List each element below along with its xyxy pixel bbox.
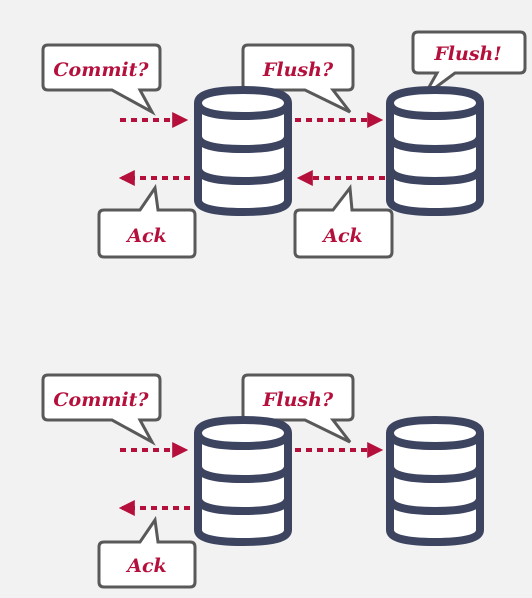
speech-bubble-shape [97, 183, 197, 259]
speech-bubble-shape [241, 43, 355, 114]
scenario-bottom: Commit? Flush? Ack [41, 373, 484, 589]
replica-database-icon [386, 416, 484, 546]
speech-bubble-shape [97, 515, 197, 589]
primary-database-icon [194, 86, 292, 216]
ack-bubble-top-right: Ack [293, 184, 394, 259]
commit-label: Commit? [53, 59, 149, 81]
replica-database-icon [386, 86, 484, 216]
ack-bubble-bottom: Ack [97, 515, 197, 589]
ack-bubble-top-left: Ack [97, 183, 197, 259]
flush-reply-label: Flush! [433, 43, 501, 65]
flush-bubble-bottom: Flush? [241, 373, 355, 444]
flush-label: Flush? [262, 389, 334, 411]
commit-label: Commit? [53, 389, 149, 411]
flush-reply-bubble-top: Flush! [411, 30, 527, 98]
speech-bubble-shape [241, 373, 355, 444]
ack-label: Ack [125, 555, 166, 577]
ack-label: Ack [321, 225, 362, 247]
commit-bubble-top: Commit? [41, 43, 162, 116]
ack-label: Ack [125, 225, 166, 247]
speech-bubble-shape [41, 43, 162, 116]
speech-bubble-shape [293, 184, 394, 259]
flush-bubble-top: Flush? [241, 43, 355, 114]
speech-bubble-shape [411, 30, 527, 98]
primary-database-icon [194, 416, 292, 546]
speech-bubble-shape [41, 373, 162, 446]
flush-label: Flush? [262, 59, 334, 81]
scenario-top: Commit? Flush? Flush! [41, 30, 527, 259]
commit-bubble-bottom: Commit? [41, 373, 162, 446]
